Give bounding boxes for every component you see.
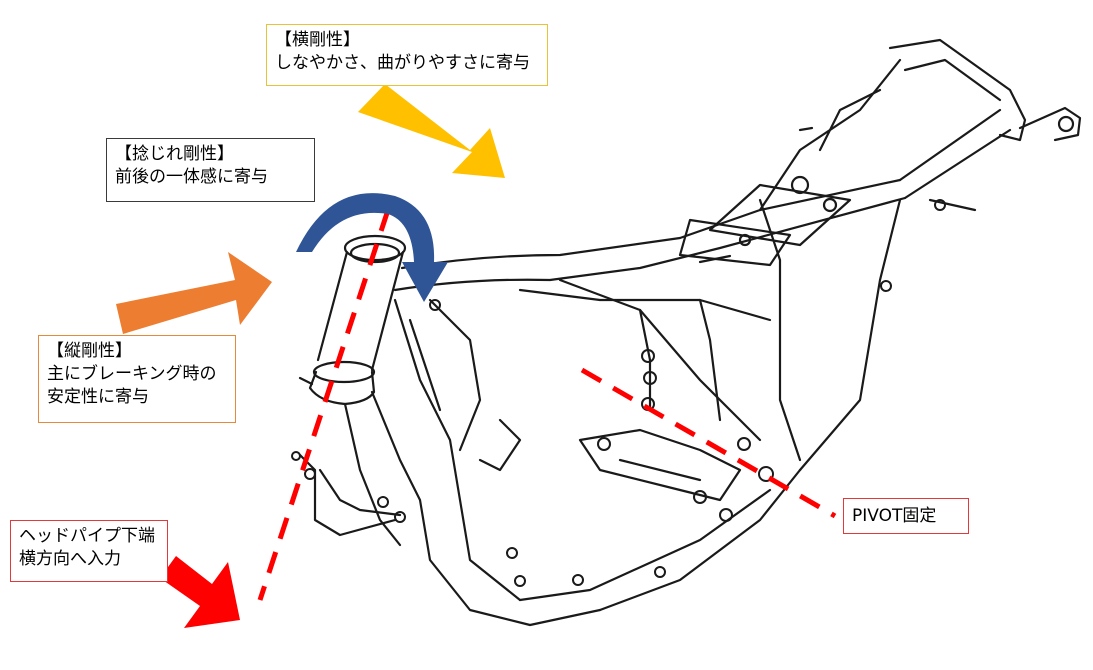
rear-subframe (798, 38, 1082, 212)
down-tubes (298, 298, 802, 627)
pivot-fixed-callout: PIVOT固定 (843, 498, 969, 534)
lateral-stiffness-callout: 【横剛性】 しなやかさ、曲がりやすさに寄与 (266, 24, 548, 86)
motorcycle-frame (291, 38, 1082, 627)
vertical-stiffness-line1: 主にブレーキング時の (47, 364, 217, 384)
torsional-stiffness-callout: 【捻じれ剛性】 前後の一体感に寄与 (106, 138, 315, 202)
torsional-stiffness-text: 前後の一体感に寄与 (115, 167, 268, 187)
vertical-stiffness-line2: 安定性に寄与 (47, 387, 149, 407)
torsion-arrow-icon (296, 193, 448, 302)
lateral-stiffness-heading: 【横剛性】 (275, 30, 360, 50)
torsional-stiffness-heading: 【捻じれ剛性】 (115, 144, 234, 164)
top-tubes (393, 58, 1012, 292)
lateral-arrow-icon (358, 84, 505, 178)
head-pipe-input-callout: ヘッドパイプ下端 横方向へ入力 (10, 520, 168, 582)
input-arrow-icon (160, 556, 240, 628)
steering-axis-line (257, 209, 391, 601)
vertical-stiffness-heading: 【縦剛性】 (47, 341, 132, 361)
reference-axes (257, 209, 837, 601)
head-pipe-input-line2: 横方向へ入力 (19, 549, 121, 569)
vertical-arrow-icon (116, 252, 272, 334)
vertical-stiffness-callout: 【縦剛性】 主にブレーキング時の 安定性に寄与 (38, 335, 236, 423)
mount-bolts (291, 199, 946, 587)
lateral-stiffness-text: しなやかさ、曲がりやすさに寄与 (275, 53, 530, 73)
pivot-fixed-text: PIVOT固定 (852, 506, 937, 526)
engine-mounts (408, 198, 902, 502)
head-pipe-input-line1: ヘッドパイプ下端 (19, 526, 155, 546)
pivot-axis-line (580, 367, 837, 519)
tank-mount-plate (678, 175, 852, 267)
